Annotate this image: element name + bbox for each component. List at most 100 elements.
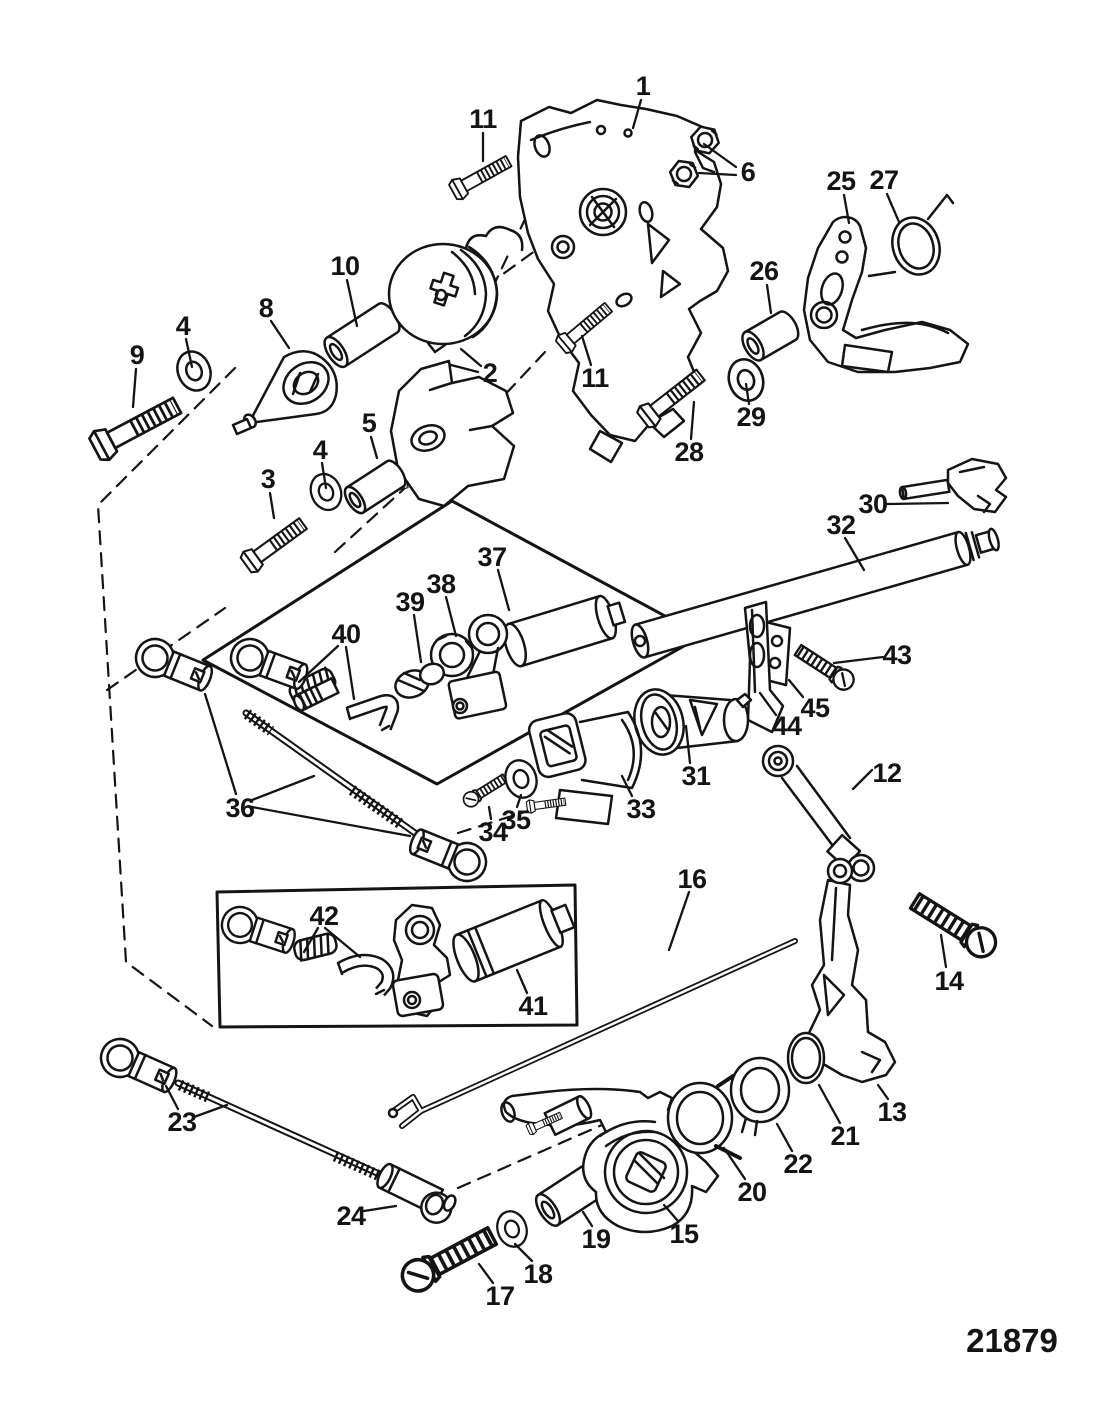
part-29-washer xyxy=(722,353,770,407)
part-callout-43: 43 xyxy=(882,640,912,670)
callout-leader-15 xyxy=(662,1203,680,1223)
callout-leader-40 xyxy=(297,644,340,684)
part-callout-2: 2 xyxy=(483,358,498,388)
callout-leader-36 xyxy=(203,692,238,796)
callout-leader-24 xyxy=(362,1204,398,1213)
part-13-bracket xyxy=(806,857,897,1084)
part-callout-38: 38 xyxy=(426,569,456,599)
part-40-hose xyxy=(345,694,400,732)
part-25-pawl-bracket xyxy=(802,215,970,374)
part-2-shift-cam xyxy=(371,359,516,508)
part-5-bushing xyxy=(343,459,407,515)
part-callout-13: 13 xyxy=(877,1097,907,1127)
part-42-spring xyxy=(293,932,338,962)
part-2-clutch-drum xyxy=(387,225,524,354)
callout-leader-1 xyxy=(631,98,643,130)
part-3-bolt xyxy=(239,514,311,575)
callout-leader-27 xyxy=(885,192,901,224)
part-1-mounting-plate xyxy=(516,98,730,464)
part-callout-20: 20 xyxy=(737,1177,766,1207)
callout-leader-4 xyxy=(184,337,194,369)
callout-leader-13 xyxy=(876,1083,890,1101)
part-callout-19: 19 xyxy=(581,1224,611,1254)
part-callout-41: 41 xyxy=(518,991,548,1021)
part-callout-6: 6 xyxy=(741,157,756,187)
part-30-latch-pin xyxy=(898,457,1008,514)
callout-leader-29 xyxy=(744,382,751,406)
callout-leader-42 xyxy=(302,926,320,954)
subassembly-box-tiller xyxy=(215,883,579,1029)
part-39-clip xyxy=(394,662,446,699)
part-22-retainer-ring xyxy=(729,1056,791,1137)
part-callout-36: 36 xyxy=(225,793,255,823)
part-callout-22: 22 xyxy=(783,1149,812,1179)
part-43-screw xyxy=(792,642,857,694)
part-callout-42: 42 xyxy=(309,901,338,931)
callout-leader-11 xyxy=(580,334,593,367)
callout-leader-10 xyxy=(345,278,359,328)
part-44-strap xyxy=(743,600,785,734)
part-callout-24: 24 xyxy=(336,1201,366,1231)
callout-leader-36 xyxy=(250,805,412,838)
callout-leader-33 xyxy=(620,774,634,798)
part-callout-44: 44 xyxy=(772,711,802,741)
part-callout-26: 26 xyxy=(749,256,779,286)
part-callout-31: 31 xyxy=(681,761,711,791)
part-32-shift-shaft xyxy=(630,527,1000,659)
part-callout-25: 25 xyxy=(826,166,856,196)
part-36-link-assembly xyxy=(129,632,493,888)
part-15-throttle-cam xyxy=(500,1087,720,1234)
part-33-clamp xyxy=(526,710,643,826)
part-21-o-ring xyxy=(786,1031,826,1085)
callout-leader-31 xyxy=(684,724,692,765)
part-callout-10: 10 xyxy=(330,251,359,281)
part-41-actuator xyxy=(391,898,576,1018)
callout-leader-17 xyxy=(477,1262,495,1285)
part-42-hose xyxy=(336,953,395,997)
callout-leader-23 xyxy=(164,1084,180,1111)
callout-leader-20 xyxy=(722,1146,747,1181)
part-callout-4: 4 xyxy=(176,311,191,341)
callout-leader-14 xyxy=(939,933,948,969)
part-20-spring-ring xyxy=(666,1074,742,1160)
callout-leader-36 xyxy=(250,774,316,802)
callout-leader-44 xyxy=(758,691,778,717)
part-callout-11: 11 xyxy=(581,363,609,393)
part-23-link-rod xyxy=(93,1031,392,1183)
callout-leader-3 xyxy=(268,491,276,520)
part-14-screw xyxy=(907,889,1001,963)
callout-leader-39 xyxy=(412,613,423,664)
callout-leader-21 xyxy=(817,1083,842,1125)
callout-leader-22 xyxy=(775,1122,794,1153)
part-37-swivel xyxy=(447,594,627,720)
part-callout-5: 5 xyxy=(362,408,377,438)
part-callout-45: 45 xyxy=(800,693,830,723)
part-16-bent-rod xyxy=(387,938,798,1129)
callout-leader-43 xyxy=(832,655,885,665)
callout-leader-2 xyxy=(449,363,480,374)
callout-leader-18 xyxy=(513,1242,534,1263)
callout-leader-4 xyxy=(320,461,328,490)
part-callout-9: 9 xyxy=(130,340,145,370)
part-callout-15: 15 xyxy=(669,1219,699,1249)
part-18-washer xyxy=(491,1206,533,1252)
drawing-number: 21879 xyxy=(966,1322,1058,1359)
part-callout-37: 37 xyxy=(477,542,506,572)
callout-leader-5 xyxy=(369,435,379,460)
callout-leader-28 xyxy=(689,400,696,441)
callout-leader-9 xyxy=(131,367,138,409)
part-26-bushing xyxy=(741,310,800,362)
part-callout-3: 3 xyxy=(261,464,276,494)
callout-leader-16 xyxy=(667,890,691,952)
callout-leader-25 xyxy=(842,193,851,225)
callout-leader-6 xyxy=(697,171,738,177)
callout-leader-32 xyxy=(843,536,866,572)
part-17-screw xyxy=(397,1222,499,1296)
callout-leader-35 xyxy=(515,793,523,809)
callout-leader-23 xyxy=(192,1103,229,1119)
callout-leader-12 xyxy=(851,768,874,791)
callout-leader-6 xyxy=(702,142,738,169)
part-11-bolt-upper xyxy=(448,151,514,201)
part-callout-21: 21 xyxy=(830,1121,860,1151)
